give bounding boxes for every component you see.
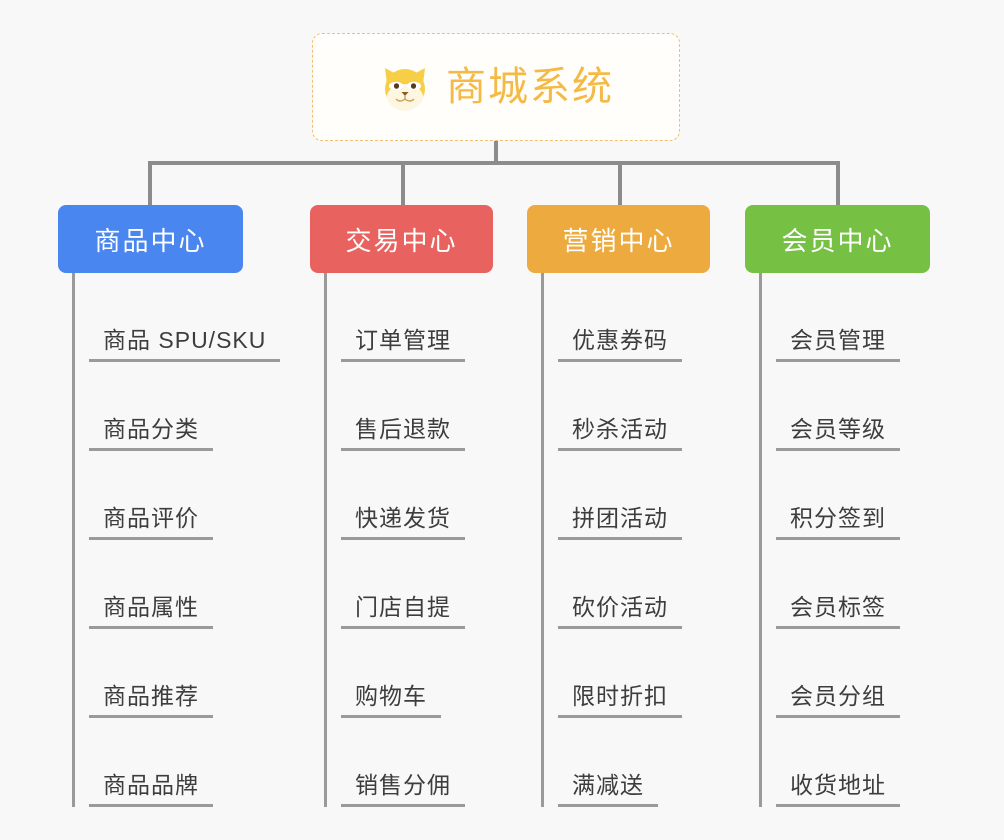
leaf-label: 快递发货 <box>341 499 465 540</box>
list-item[interactable]: 会员管理 <box>745 273 930 362</box>
category-header-trade-center[interactable]: 交易中心 <box>310 205 493 273</box>
list-item[interactable]: 积分签到 <box>745 451 930 540</box>
list-item[interactable]: 会员标签 <box>745 540 930 629</box>
connector-drop-1 <box>148 161 152 207</box>
leaf-label: 商品评价 <box>89 499 213 540</box>
connector-drop-4 <box>836 161 840 207</box>
list-item[interactable]: 会员等级 <box>745 362 930 451</box>
category-label: 交易中心 <box>345 225 458 256</box>
category-label: 商品中心 <box>94 225 207 256</box>
list-item[interactable]: 拼团活动 <box>527 451 712 540</box>
leaf-label: 订单管理 <box>341 321 465 362</box>
leaf-label: 商品品牌 <box>89 766 213 807</box>
branch-spine <box>324 273 327 807</box>
list-item[interactable]: 门店自提 <box>310 540 495 629</box>
list-item[interactable]: 商品属性 <box>58 540 246 629</box>
list-item[interactable]: 收货地址 <box>745 718 930 807</box>
list-item[interactable]: 秒杀活动 <box>527 362 712 451</box>
list-item[interactable]: 订单管理 <box>310 273 495 362</box>
leaf-label: 满减送 <box>558 766 658 807</box>
leaf-label: 商品属性 <box>89 588 213 629</box>
leaf-label: 会员等级 <box>776 410 900 451</box>
leaf-label: 拼团活动 <box>558 499 682 540</box>
list-item[interactable]: 商品分类 <box>58 362 246 451</box>
branch-product-center: 商品中心 商品 SPU/SKU 商品分类 商品评价 商品属性 商品推荐 商品品牌 <box>58 205 281 807</box>
leaf-label: 优惠券码 <box>558 321 682 362</box>
leaf-label: 门店自提 <box>341 588 465 629</box>
leaf-label: 积分签到 <box>776 499 900 540</box>
list-item[interactable]: 满减送 <box>527 718 712 807</box>
list-item[interactable]: 商品评价 <box>58 451 246 540</box>
list-item[interactable]: 购物车 <box>310 629 495 718</box>
list-item[interactable]: 商品推荐 <box>58 629 246 718</box>
branch-spine <box>541 273 544 807</box>
leaf-label: 商品分类 <box>89 410 213 451</box>
leaf-label: 限时折扣 <box>558 677 682 718</box>
branch-spine <box>72 273 75 807</box>
connector-drop-3 <box>618 161 622 207</box>
list-item[interactable]: 砍价活动 <box>527 540 712 629</box>
leaf-list-trade-center: 订单管理 售后退款 快递发货 门店自提 购物车 销售分佣 <box>310 273 495 807</box>
list-item[interactable]: 快递发货 <box>310 451 495 540</box>
leaf-label: 收货地址 <box>776 766 900 807</box>
connector-root-stem <box>494 141 498 163</box>
category-label: 会员中心 <box>781 225 894 256</box>
connector-drop-2 <box>401 161 405 207</box>
leaf-label: 会员标签 <box>776 588 900 629</box>
leaf-list-product-center: 商品 SPU/SKU 商品分类 商品评价 商品属性 商品推荐 商品品牌 <box>58 273 281 807</box>
list-item[interactable]: 商品品牌 <box>58 718 246 807</box>
root-node[interactable]: 商城系统 <box>312 33 680 141</box>
leaf-list-marketing-center: 优惠券码 秒杀活动 拼团活动 砍价活动 限时折扣 满减送 <box>527 273 712 807</box>
list-item[interactable]: 商品 SPU/SKU <box>58 273 281 362</box>
branch-marketing-center: 营销中心 优惠券码 秒杀活动 拼团活动 砍价活动 限时折扣 满减送 <box>527 205 712 807</box>
leaf-label: 售后退款 <box>341 410 465 451</box>
leaf-list-member-center: 会员管理 会员等级 积分签到 会员标签 会员分组 收货地址 <box>745 273 930 807</box>
category-header-marketing-center[interactable]: 营销中心 <box>527 205 710 273</box>
branch-spine <box>759 273 762 807</box>
leaf-label: 砍价活动 <box>558 588 682 629</box>
category-header-member-center[interactable]: 会员中心 <box>745 205 930 273</box>
leaf-label: 秒杀活动 <box>558 410 682 451</box>
shiba-dog-face-icon <box>378 62 432 112</box>
list-item[interactable]: 优惠券码 <box>527 273 712 362</box>
leaf-label: 会员分组 <box>776 677 900 718</box>
leaf-label: 商品 SPU/SKU <box>89 321 281 362</box>
leaf-label: 销售分佣 <box>341 766 465 807</box>
leaf-label: 商品推荐 <box>89 677 213 718</box>
list-item[interactable]: 销售分佣 <box>310 718 495 807</box>
leaf-label: 购物车 <box>341 677 441 718</box>
list-item[interactable]: 售后退款 <box>310 362 495 451</box>
root-title: 商城系统 <box>446 65 614 109</box>
connector-horizontal-bus <box>148 161 840 165</box>
leaf-label: 会员管理 <box>776 321 900 362</box>
list-item[interactable]: 限时折扣 <box>527 629 712 718</box>
branch-member-center: 会员中心 会员管理 会员等级 积分签到 会员标签 会员分组 收货地址 <box>745 205 930 807</box>
list-item[interactable]: 会员分组 <box>745 629 930 718</box>
branch-trade-center: 交易中心 订单管理 售后退款 快递发货 门店自提 购物车 销售分佣 <box>310 205 495 807</box>
category-header-product-center[interactable]: 商品中心 <box>58 205 243 273</box>
category-label: 营销中心 <box>562 225 675 256</box>
